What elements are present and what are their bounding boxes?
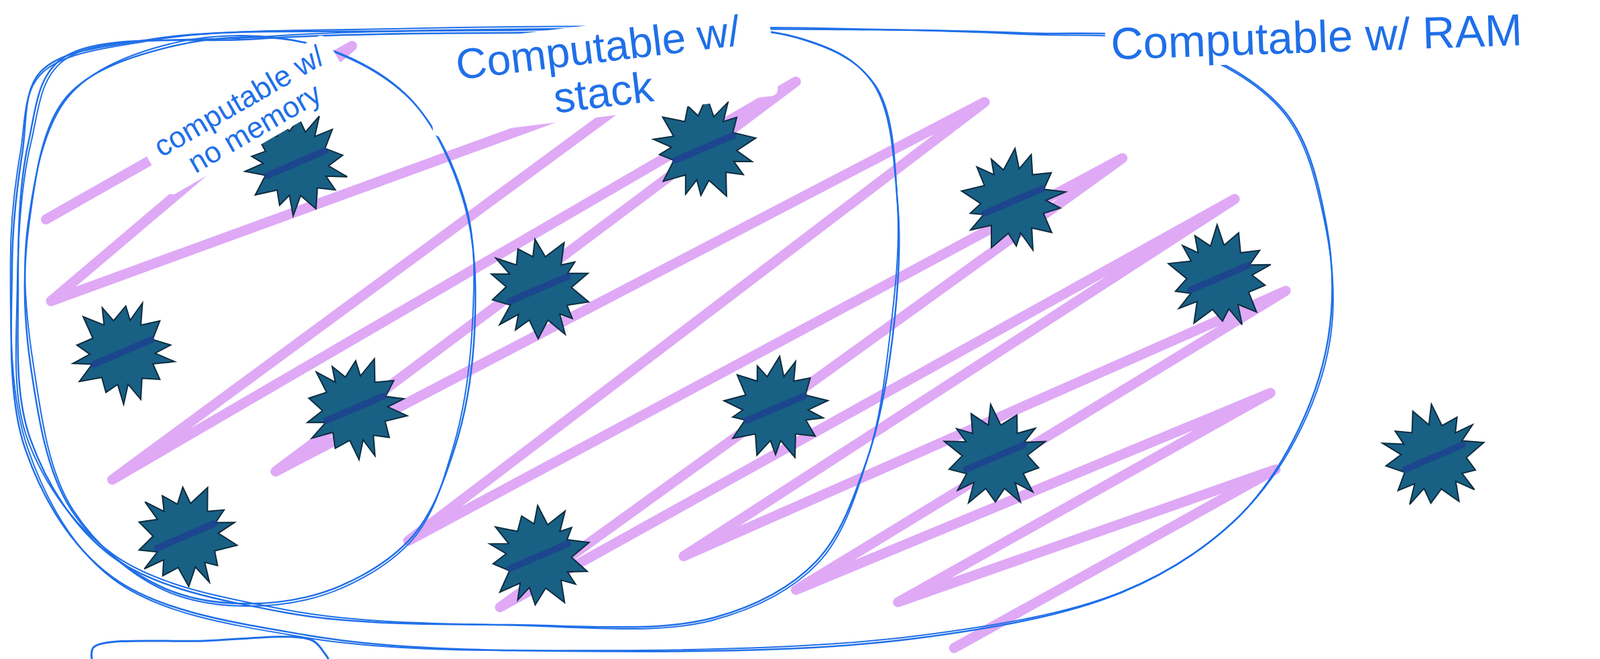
star-burst: [491, 239, 589, 339]
region-label: computable w/ no memory: [137, 32, 356, 197]
star-burst: [723, 355, 828, 458]
star-burst: [1382, 404, 1485, 505]
star-band: [510, 276, 568, 302]
star-band: [326, 396, 384, 421]
set-region: computable w/ no memory: [28, 42, 475, 598]
star-band: [267, 150, 325, 176]
star-body: [307, 358, 408, 460]
star-burst: [653, 96, 757, 196]
star-band: [984, 189, 1042, 214]
star-body: [961, 148, 1066, 250]
star-band: [1191, 265, 1249, 291]
star-body: [723, 355, 828, 458]
star-band: [746, 396, 804, 421]
star-body: [73, 302, 175, 405]
star-body: [491, 239, 589, 339]
label-holder: Computable w/ RAM: [1104, 4, 1529, 70]
star-band: [510, 543, 568, 569]
star-burst: [307, 358, 408, 460]
star-body: [653, 96, 757, 196]
star-band: [93, 339, 151, 365]
region-stroke: [11, 28, 1333, 651]
star-body: [1382, 404, 1485, 505]
star-band: [966, 445, 1024, 470]
region-label: Computable w/ RAM: [1104, 4, 1529, 70]
partial-outline: [91, 636, 330, 659]
star-body: [489, 505, 590, 605]
star-burst: [138, 487, 237, 587]
label-holder: Computable w/ stack: [422, 3, 779, 138]
star-band: [675, 135, 733, 161]
star-body: [138, 487, 237, 587]
set-region: Computable w/ RAMComputable w/ stackcomp…: [12, 28, 1329, 652]
star-burst: [489, 505, 590, 605]
star-burst: [1168, 224, 1271, 325]
star-body: [944, 404, 1046, 503]
star-burst: [944, 404, 1046, 503]
region-stroke: [10, 26, 1334, 651]
star-band: [1404, 445, 1462, 470]
star-burst: [961, 148, 1066, 250]
star-body: [1168, 224, 1271, 325]
star-band: [156, 523, 214, 549]
region-label: Computable w/ stack: [422, 3, 779, 138]
star-burst: [73, 302, 175, 405]
set-region: Computable w/ stackcomputable w/ no memo…: [18, 32, 898, 625]
label-holder: computable w/ no memory: [137, 32, 356, 197]
